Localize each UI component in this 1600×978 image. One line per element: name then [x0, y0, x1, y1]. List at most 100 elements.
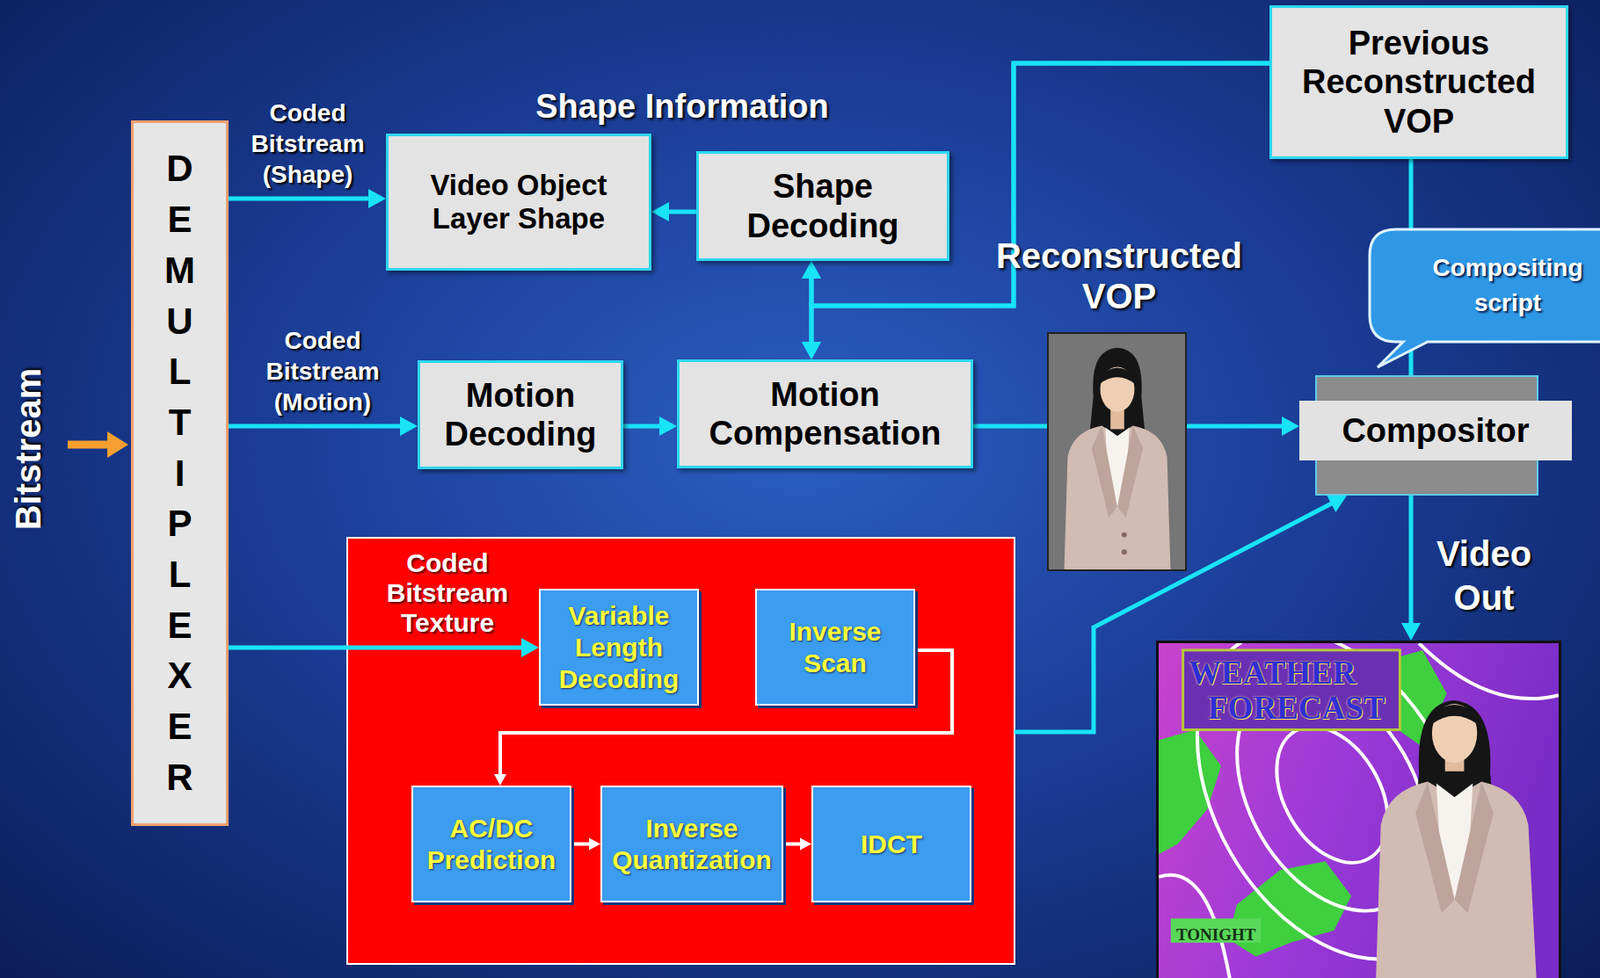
- node-text: Previous Reconstructed VOP: [1282, 23, 1556, 140]
- node-text: Motion Compensation: [690, 375, 960, 453]
- bubble-outline: [1369, 229, 1600, 368]
- illustration-part: [1121, 532, 1128, 539]
- process-box: Inverse Scan: [755, 589, 916, 706]
- vertical-label: DEMULTIPLEXER: [155, 143, 204, 803]
- process-box: Video Object Layer Shape: [385, 133, 652, 271]
- process-box: IDCT: [811, 785, 972, 903]
- connector: [228, 189, 386, 209]
- input-label: Bitstream: [6, 361, 51, 538]
- connector-line: [623, 424, 662, 430]
- illustration-part: [1431, 705, 1478, 726]
- edge-label: Coded Bitstream (Shape): [237, 97, 379, 190]
- bubble-text: Compositing script: [1424, 250, 1592, 321]
- buffer-box: Previous Reconstructed VOP: [1269, 5, 1569, 160]
- illustration-part: [1091, 425, 1118, 517]
- illustration-part: [1454, 782, 1494, 915]
- arrowhead: [521, 638, 539, 658]
- arrowhead: [1281, 416, 1300, 437]
- illustration-part: [1121, 549, 1128, 555]
- texture-panel-fill: [347, 538, 1015, 965]
- node-text: AC/DC Prediction: [419, 813, 564, 877]
- connector: [228, 416, 418, 437]
- arrowhead: [1401, 623, 1421, 641]
- node-text: Shape Decoding: [709, 167, 937, 245]
- connector: [973, 426, 1048, 428]
- arrowhead: [800, 838, 812, 851]
- node-text: Inverse Quantization: [608, 813, 776, 877]
- arrowhead: [494, 774, 507, 786]
- frame-heading: Reconstructed VOP: [969, 235, 1269, 317]
- connector: [228, 638, 539, 658]
- illustration-part: [1418, 643, 1559, 699]
- connector-line: [571, 843, 591, 847]
- demultiplexer-box: DEMULTIPLEXER: [130, 120, 229, 827]
- connector-line: [783, 843, 802, 847]
- connector-line: [1409, 495, 1414, 626]
- illustration-part: [1064, 425, 1171, 570]
- connector-line: [1186, 424, 1284, 430]
- illustration-part: [1099, 366, 1135, 412]
- illustration-part: [1158, 643, 1559, 978]
- arrowhead: [1326, 494, 1347, 513]
- connector: [1186, 416, 1300, 437]
- process-box: Inverse Quantization: [600, 785, 784, 903]
- process-box: Variable Length Decoding: [538, 589, 699, 706]
- illustration-part: [1432, 704, 1477, 764]
- arrowhead: [801, 341, 822, 360]
- section-heading: Shape Information: [506, 86, 859, 127]
- presenter-illustration: [1048, 334, 1186, 570]
- arrowhead: [659, 416, 677, 437]
- compositor-band: Compositor: [1299, 400, 1572, 461]
- node-text: IDCT: [860, 829, 923, 861]
- edge-label: Coded Bitstream (Motion): [247, 325, 398, 418]
- illustration-part: [1099, 367, 1136, 385]
- connector-line: [228, 646, 524, 651]
- node-text: Inverse Scan: [763, 616, 908, 680]
- panel-heading: Coded Bitstream Texture: [359, 548, 536, 639]
- connector: [1401, 495, 1421, 641]
- process-box: Motion Decoding: [417, 360, 624, 470]
- screen-title: WEATHER FORECAST: [1188, 655, 1397, 727]
- connector-line: [228, 424, 402, 430]
- input-arrowhead: [107, 431, 129, 459]
- connector: [801, 261, 822, 360]
- video-output-frame: WEATHER FORECAST TONIGHT: [1156, 640, 1562, 978]
- process-box: Motion Compensation: [676, 359, 974, 469]
- connector-line: [667, 210, 697, 215]
- illustration-part: [1415, 782, 1455, 915]
- speech-bubble: Compositing script: [1369, 229, 1600, 342]
- edge-label: Video Out: [1418, 531, 1550, 620]
- arrowhead: [400, 416, 418, 437]
- screen-caption: TONIGHT: [1176, 924, 1256, 946]
- illustration-part: [1183, 650, 1401, 731]
- connector: [571, 838, 601, 851]
- connector: [783, 838, 812, 851]
- illustration-part: [1375, 782, 1538, 978]
- connector-line: [809, 276, 815, 344]
- input-arrow: [67, 441, 110, 450]
- illustration-part: [1117, 425, 1143, 517]
- arrowhead: [801, 261, 822, 279]
- connector: [651, 202, 697, 222]
- illustration-part: [1158, 643, 1559, 978]
- arrowhead: [368, 189, 386, 209]
- connector: [623, 416, 677, 437]
- arrowhead: [801, 341, 822, 360]
- process-box: AC/DC Prediction: [411, 785, 572, 903]
- arrowhead: [651, 202, 670, 222]
- node-text: Video Object Layer Shape: [399, 168, 639, 237]
- compositor-box: Compositor: [1299, 375, 1572, 496]
- connector-line: [228, 196, 371, 202]
- arrowhead: [801, 261, 822, 279]
- illustration-part: [1158, 730, 1222, 856]
- arrowhead: [589, 838, 601, 851]
- video-frame: Reconstructed VOP: [1047, 332, 1187, 572]
- node-text: Motion Decoding: [430, 376, 611, 454]
- process-box: Shape Decoding: [696, 151, 950, 262]
- illustration-part: [1048, 334, 1186, 570]
- connector-line: [973, 424, 1048, 430]
- node-text: Variable Length Decoding: [546, 600, 691, 696]
- node-text: Compositor: [1341, 411, 1529, 451]
- texture-panel: Coded Bitstream TextureVariable Length D…: [347, 538, 1015, 965]
